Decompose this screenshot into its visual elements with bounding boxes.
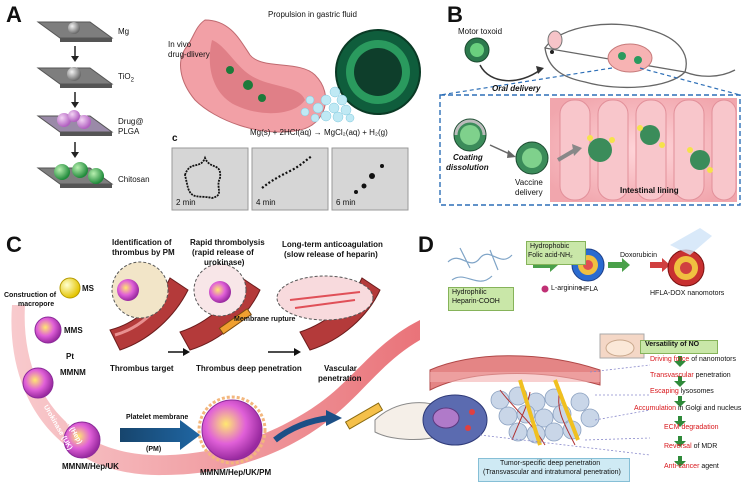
long-term-label-2: (slow release of heparin) (284, 250, 378, 259)
no-item-5: ECM degradation (664, 424, 718, 431)
zoom-micromotor (300, 29, 421, 123)
panel-c-graphics (11, 261, 451, 476)
subpanel-label-c: c (172, 133, 178, 144)
no-item-4: Accumulation in Golgi and nucleus (634, 405, 741, 412)
no-item-5-red: ECM degradation (664, 424, 719, 431)
mmnm-hep-uk-pm-label: MMNM/Hep/UK/PM (200, 468, 272, 477)
vaccine-label-2: delivery (515, 188, 543, 197)
versatility-box (640, 340, 718, 354)
heparin-box (448, 287, 514, 311)
layer-label-drug-1: Drug@ (118, 117, 144, 126)
no-item-7-black: agent (699, 463, 719, 470)
construction-label-2: macropore (18, 301, 55, 308)
panel-label-d: D (418, 232, 434, 257)
no-item-1-black: of nanomotors (689, 356, 736, 363)
vascular-label-2: penetration (318, 374, 362, 383)
no-item-6: Reversal of MDR (664, 443, 717, 450)
tumor-penetration-box (478, 458, 630, 482)
oral-delivery-label: Oral delivery (492, 84, 541, 93)
rapid-label-3: urokinase) (204, 258, 245, 267)
time-label-1: 2 min (176, 198, 196, 207)
hydrophobic-label-1: Hydrophobic (530, 243, 570, 250)
hydrophilic-label-2: Heparin-COOH (452, 298, 500, 305)
layer-label-mg: Mg (118, 27, 130, 36)
membrane-rupture-label: Membrane rupture (234, 316, 296, 323)
thrombus-deep-label: Thrombus deep penetration (196, 364, 302, 373)
larginine-label: L-arginine (551, 285, 583, 292)
no-item-7: Anti-cancer agent (664, 463, 719, 470)
invivo-label-2: drug-dlivery (168, 50, 210, 59)
layer-tio2-plate (36, 67, 114, 88)
no-item-3-black: lysosomes (678, 388, 714, 395)
no-item-7-red: Anti-cancer (664, 463, 700, 470)
tumor-label-2: (Transvascular and intratumoral penetrat… (483, 469, 621, 476)
hydrophobic-label-2: Folic acid-NH₂ (528, 252, 573, 259)
layer-label-drug-2: PLGA (118, 127, 140, 136)
pt-label: Pt (66, 352, 74, 361)
no-item-1-red: Driving force (650, 356, 690, 363)
no-item-6-black: of MDR (691, 443, 718, 450)
no-item-2-red: Transvascular (650, 372, 694, 379)
layer-label-tio2-base: TiO (118, 72, 131, 81)
no-item-4-black: in Golgi and nucleus (676, 405, 742, 412)
hfla-dox-label: HFLA-DOX nanomotors (650, 290, 725, 297)
ms-label: MS (82, 284, 94, 293)
vascular-label-1: Vascular (324, 364, 357, 373)
panel-b-graphics (439, 23, 741, 206)
construction-label-1: Construction of (4, 292, 57, 299)
layer-chitosan-plate (36, 162, 114, 188)
tumor-label-1: Tumor-specific deep penetration (500, 460, 601, 467)
panel-label-b: B (447, 2, 463, 27)
rapid-label-1: Rapid thrombolysis (190, 238, 265, 247)
panel-label-a: A (6, 2, 22, 27)
panel-a-graphics (36, 19, 421, 211)
layer-drug-plate (36, 110, 114, 136)
time-label-3: 6 min (336, 198, 356, 207)
no-item-2-black: penetration (693, 372, 731, 379)
time-label-2: 4 min (256, 198, 276, 207)
stomach-illustration (180, 19, 327, 133)
no-item-2: Transvascular penetration (650, 372, 731, 379)
rapid-label-2: (rapid release of (192, 248, 254, 257)
no-item-3: Escaping lysosomes (650, 388, 714, 395)
invivo-label-1: In vivo (168, 40, 192, 49)
thrombus-target-label: Thrombus target (110, 364, 174, 373)
mmnm-hep-uk-label: MMNM/Hep/UK (62, 462, 119, 471)
mmnm-label: MMNM (60, 368, 86, 377)
panel-label-c: C (6, 232, 22, 257)
hydrophilic-label-1: Hydrophilic (452, 289, 487, 296)
propulsion-label: Propulsion in gastric fluid (268, 10, 357, 19)
folic-box (526, 241, 586, 265)
motor-toxoid-label: Motor toxoid (458, 27, 503, 36)
layer-label-tio2-sub: 2 (130, 77, 134, 84)
platelet-label-2: (PM) (146, 446, 162, 453)
intestinal-lining-label: Intestinal lining (620, 186, 679, 195)
layer-label-chitosan: Chitosan (118, 175, 150, 184)
long-term-label-1: Long-term anticoagulation (282, 240, 383, 249)
no-item-1: Driving force of nanomotors (650, 356, 736, 363)
coating-label-2: dissolution (446, 163, 489, 172)
versatility-label: Versatility of NO (645, 341, 700, 348)
doxorubicin-label: Doxorubicin (620, 252, 657, 259)
no-item-3-red: Escaping (650, 388, 679, 395)
reaction-equation: Mg(s) + 2HCl(aq) → MgCl₂(aq) + H₂(g) (250, 128, 388, 137)
hfla-label: HFLA (580, 286, 598, 293)
identification-label-1: Identification of (112, 238, 172, 247)
identification-label-2: thrombus by PM (112, 248, 175, 257)
coating-label-1: Coating (453, 153, 483, 162)
no-item-4-red: Accumulation (634, 405, 677, 412)
layer-label-tio2: TiO2 (118, 72, 134, 84)
mms-label: MMS (64, 326, 83, 335)
platelet-label-1: Platelet membrane (126, 414, 189, 421)
panel-d-graphics (422, 228, 712, 467)
layer-mg-plate (36, 21, 114, 42)
no-item-6-red: Reversal (664, 443, 692, 450)
vaccine-label-1: Vaccine (515, 178, 543, 187)
